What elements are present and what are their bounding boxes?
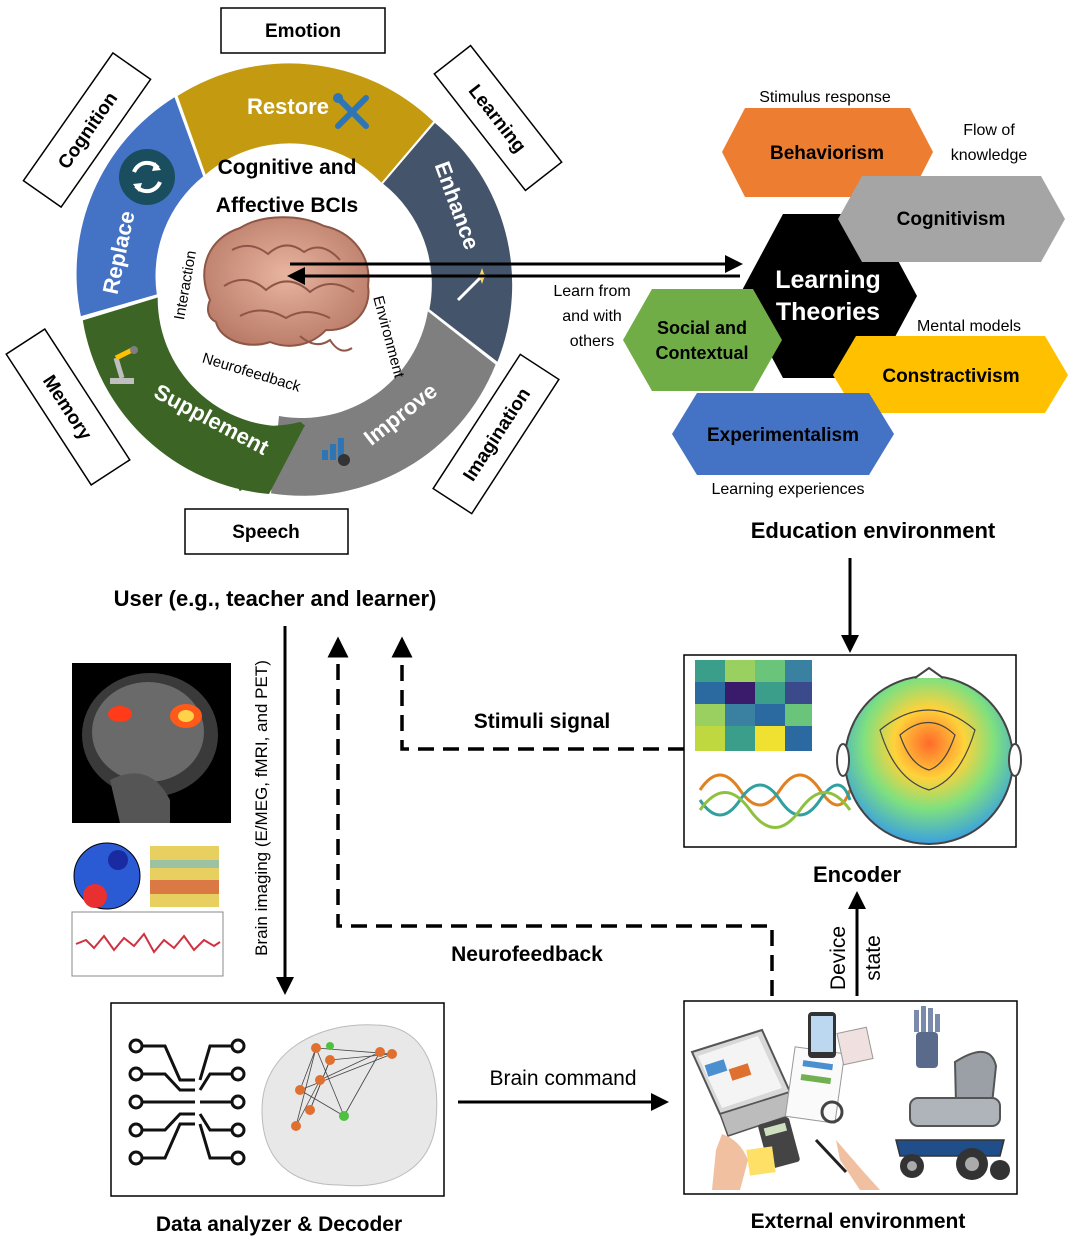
label-device-line1: Device: [827, 926, 850, 990]
signal-plot-thumbnail: [71, 911, 224, 977]
domain-emotion: Emotion: [265, 21, 341, 42]
box-speech: Speech: [184, 508, 349, 555]
segment-supplement[interactable]: [82, 297, 305, 495]
encoder-waves: [698, 773, 852, 829]
hex-experimentalism[interactable]: [672, 393, 894, 475]
domain-speech: Speech: [232, 522, 300, 543]
brain-network-graph: [261, 1024, 438, 1187]
chart-icon: [322, 438, 350, 466]
refresh-icon: [119, 149, 175, 205]
encoder-heatmap: [695, 660, 812, 751]
robotic-hand-icon: [914, 1006, 940, 1068]
label-experimentalism: Experimentalism: [707, 425, 859, 446]
note-learn-line2: and with: [562, 308, 622, 325]
note-learning-experiences: Learning experiences: [712, 481, 865, 498]
label-device-line2: state: [862, 935, 885, 981]
robot-arm-icon: [110, 346, 138, 384]
brain-image: [203, 216, 370, 352]
label-social-line1: Social and: [657, 318, 747, 338]
wheel-title-line2: Affective BCIs: [216, 194, 358, 217]
segment-restore[interactable]: [177, 63, 434, 183]
label-neurofeedback-flow: Neurofeedback: [451, 943, 603, 966]
note-flow-line2: knowledge: [951, 147, 1028, 164]
hex-cognitivism[interactable]: [838, 176, 1065, 262]
note-flow-line1: Flow of: [963, 122, 1015, 139]
mri-image: [72, 663, 231, 823]
wheel-title-line1: Cognitive and: [218, 156, 357, 179]
center-theories-line2: Theories: [776, 298, 880, 326]
label-user: User (e.g., teacher and learner): [114, 586, 437, 611]
segment-enhance[interactable]: [383, 123, 513, 362]
label-constractivism: Constractivism: [882, 366, 1019, 387]
label-social-line2: Contextual: [655, 343, 748, 363]
hex-social[interactable]: [623, 289, 782, 391]
center-theories-line1: Learning: [775, 266, 881, 294]
label-brain-imaging: Brain imaging (E/MEG, fMRI, and PET): [252, 660, 271, 956]
note-learn-line1: Learn from: [553, 283, 630, 300]
note-learn-line3: others: [570, 333, 614, 350]
laptop-icon: [690, 1028, 802, 1137]
wrench-screwdriver-icon: [333, 93, 369, 129]
box-emotion: Emotion: [220, 7, 386, 54]
label-decoder: Data analyzer & Decoder: [156, 1213, 402, 1236]
note-stimulus-response: Stimulus response: [759, 89, 891, 106]
label-brain-command: Brain command: [489, 1067, 636, 1090]
hex-behaviorism[interactable]: [722, 108, 933, 197]
spectrogram-thumbnail: [150, 846, 219, 907]
hex-constractivism[interactable]: [833, 336, 1068, 413]
wheelchair-icon: [895, 1051, 1010, 1180]
neural-network-icon: [128, 1038, 246, 1166]
label-cognitivism: Cognitivism: [897, 209, 1006, 230]
sticky-note-icon: [746, 1146, 776, 1176]
label-stimuli-signal: Stimuli signal: [474, 710, 611, 733]
eeg-head-topomap: [836, 666, 1022, 845]
segment-replace[interactable]: [76, 97, 204, 317]
caption-education-environment: Education environment: [751, 518, 996, 543]
bci-wheel: [76, 63, 513, 496]
label-restore: Restore: [247, 94, 329, 119]
label-external: External environment: [751, 1210, 966, 1233]
arrow-stimuli-signal: [391, 636, 684, 751]
note-mental-models: Mental models: [917, 318, 1021, 335]
hand-pen-icon: [712, 1100, 880, 1190]
label-encoder: Encoder: [813, 862, 901, 887]
eeg-topomap-thumbnail: [73, 842, 141, 910]
label-behaviorism: Behaviorism: [770, 143, 884, 164]
documents-icon: [784, 1012, 874, 1124]
arrow-neurofeedback: [327, 636, 774, 996]
segment-improve[interactable]: [271, 311, 496, 496]
